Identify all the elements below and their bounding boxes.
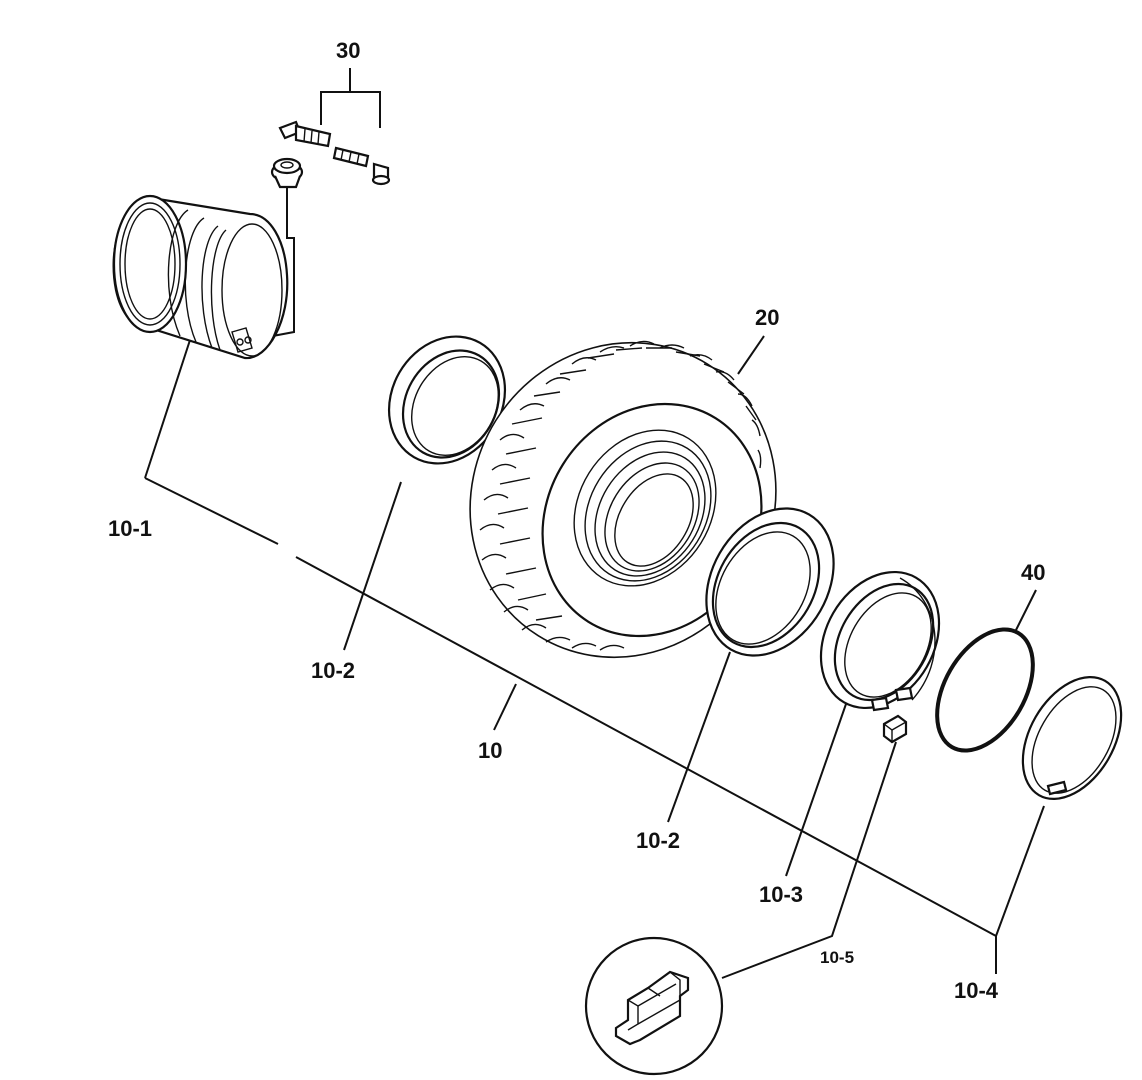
o-ring-40	[935, 627, 1035, 753]
callout-labels: 30 20 10-1 10-2 10 10-2 10-3 40 10-5 10-…	[108, 38, 1045, 1003]
callout-10-2-right: 10-2	[636, 828, 680, 853]
valve-assembly	[261, 68, 391, 339]
valve-grommet	[270, 157, 304, 189]
valve-stem	[278, 120, 332, 148]
callout-40: 40	[1021, 560, 1045, 585]
seat-ring-left	[387, 335, 507, 465]
callout-10-2-left: 10-2	[311, 658, 355, 683]
leader-lines	[144, 335, 1045, 979]
callout-10-1: 10-1	[108, 516, 152, 541]
callout-10-5: 10-5	[820, 948, 854, 967]
valve-core	[332, 146, 370, 168]
valve-cap	[371, 162, 391, 186]
lock-key-detail-circle	[584, 936, 724, 1076]
callout-10-3: 10-3	[759, 882, 803, 907]
seat-ring-right	[705, 507, 835, 657]
callout-30: 30	[336, 38, 360, 63]
callout-10-4: 10-4	[954, 978, 999, 1003]
tire-tread	[479, 340, 762, 651]
rim-10-1	[112, 194, 289, 360]
tire-20	[469, 340, 777, 659]
lock-key-small	[882, 714, 908, 744]
bead-seat-band-10-3	[819, 570, 941, 712]
callout-20: 20	[755, 305, 779, 330]
callout-10: 10	[478, 738, 502, 763]
lock-ring-10-4	[1021, 676, 1123, 800]
